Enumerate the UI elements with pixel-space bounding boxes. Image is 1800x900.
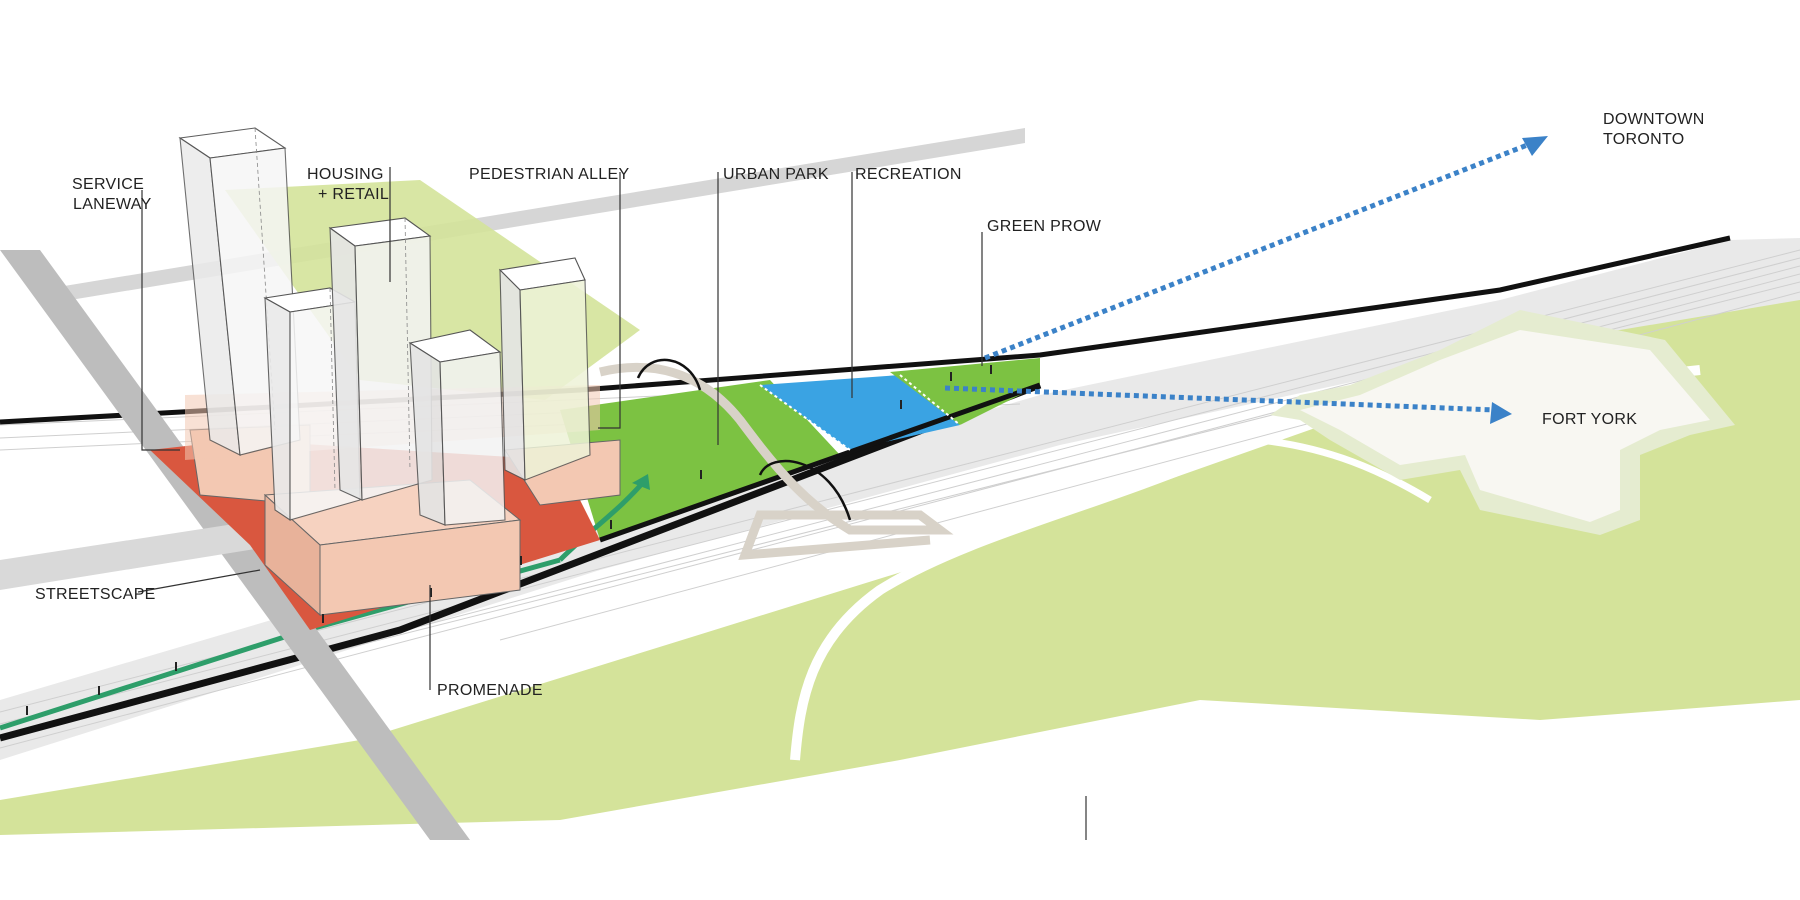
label-streetscape: STREETSCAPE — [35, 586, 156, 603]
fort-interior — [1300, 330, 1710, 522]
label-fort-york: FORT YORK — [1542, 411, 1637, 428]
green-prow-deck — [890, 358, 1040, 425]
route-downtown-arrowhead — [1522, 136, 1548, 156]
green-arrow-head — [632, 474, 650, 490]
podium-main-side — [264, 493, 321, 617]
person-marker — [430, 588, 432, 597]
leader-lines — [137, 167, 1087, 840]
pedestrian-bridge — [598, 362, 954, 561]
label-recreation: RECREATION — [855, 166, 962, 183]
green-arrow — [558, 478, 647, 562]
label-housing-retail-line1: HOUSING — [307, 166, 384, 183]
route-downtown — [984, 137, 1544, 361]
people-markers — [26, 365, 992, 715]
label-service-laneway-line2: LANEWAY — [73, 196, 152, 213]
towers — [178, 127, 591, 526]
park-deck — [558, 358, 1041, 562]
route-fort-york-arrowhead — [1490, 402, 1512, 424]
label-green-prow: GREEN PROW — [987, 218, 1102, 235]
tower-5 — [498, 257, 591, 481]
route-fort-york — [944, 385, 1496, 413]
leader-service-laneway — [141, 190, 180, 451]
person-marker — [950, 372, 952, 381]
person-marker — [990, 365, 992, 374]
person-marker — [610, 520, 612, 529]
tower-4 — [408, 329, 506, 526]
label-pedestrian-alley: PEDESTRIAN ALLEY — [469, 166, 629, 183]
person-marker — [26, 706, 28, 715]
label-downtown-line1: DOWNTOWN — [1603, 111, 1705, 128]
fort-york — [1270, 310, 1735, 535]
label-downtown-line2: TORONTO — [1603, 131, 1685, 148]
recreation-dash-2 — [899, 374, 961, 426]
urban-park-deck — [560, 380, 840, 540]
deck-edge — [599, 382, 1041, 543]
label-urban-park: URBAN PARK — [723, 166, 829, 183]
labels: SERVICE LANEWAY HOUSING + RETAIL PEDESTR… — [35, 111, 1705, 699]
label-housing-retail-line2: + RETAIL — [318, 186, 389, 203]
recreation-dash-1 — [759, 384, 851, 451]
cross-street — [0, 520, 280, 590]
person-marker — [175, 662, 177, 671]
bridge-arch-1 — [636, 358, 702, 391]
person-marker — [700, 470, 702, 479]
bridge-arch-2 — [758, 459, 852, 521]
label-service-laneway-line1: SERVICE — [72, 176, 144, 193]
person-marker — [520, 556, 522, 565]
leader-pedestrian-alley — [598, 172, 621, 429]
rail-edge-south — [0, 381, 1042, 742]
label-promenade: PROMENADE — [437, 682, 543, 699]
view-routes — [944, 136, 1548, 424]
rail-corridor — [0, 238, 1800, 760]
person-marker — [98, 686, 100, 695]
leader-streetscape — [137, 569, 261, 593]
person-marker — [322, 614, 324, 623]
person-marker — [900, 400, 902, 409]
